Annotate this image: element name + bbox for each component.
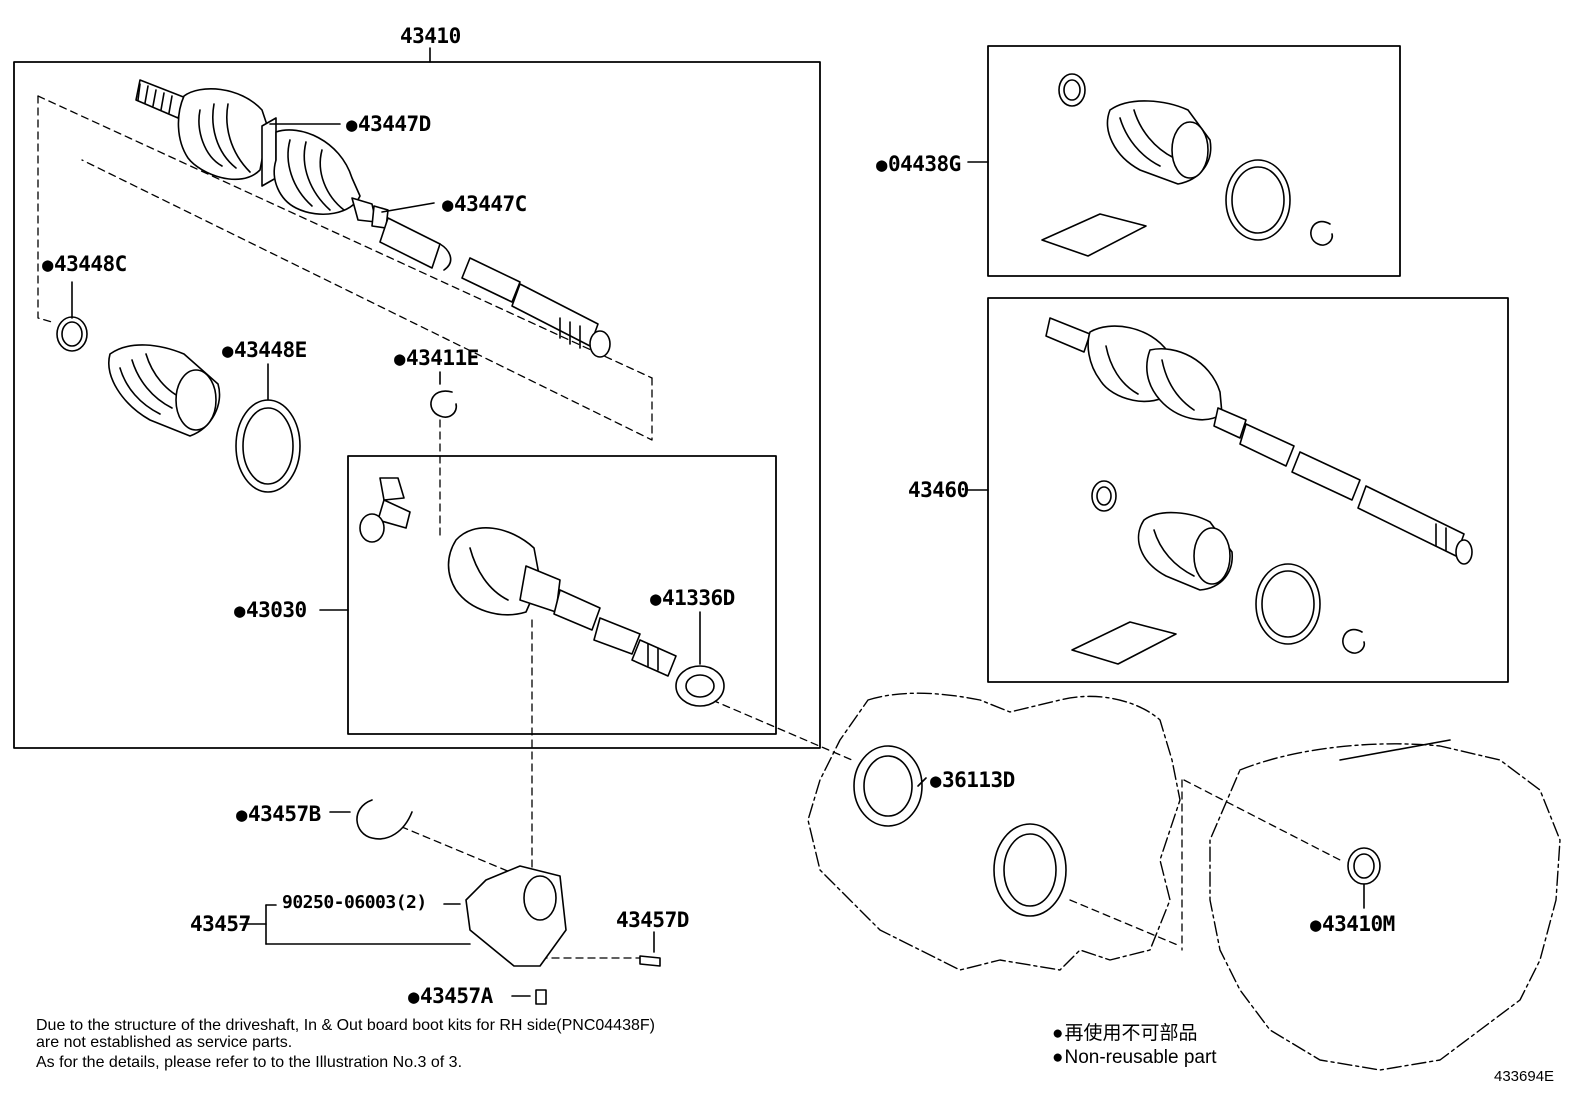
box-43460 (987, 297, 1509, 683)
label-43448E[interactable]: 43448E (222, 340, 307, 361)
boot-outboard (108, 344, 221, 437)
kit-04438G (1041, 73, 1334, 257)
label-43460[interactable]: 43460 (908, 478, 969, 502)
label-04438G[interactable]: 04438G (876, 154, 961, 175)
transaxle-openings (853, 739, 1451, 917)
label-43447C[interactable]: 43447C (442, 194, 527, 215)
seal-41336D (675, 665, 725, 707)
label-43030[interactable]: 43030 (234, 600, 307, 621)
label-43457B[interactable]: 43457B (236, 804, 321, 825)
driveshaft-43460 (1045, 317, 1473, 665)
inboard-joint-43030 (359, 477, 677, 677)
driveshaft-43410 (135, 79, 611, 358)
label-43457[interactable]: 43457 (190, 912, 251, 936)
label-43410[interactable]: 43410 (400, 24, 461, 48)
label-43457A[interactable]: 43457A (408, 986, 493, 1007)
note-line-2: are not established as service parts. (36, 1034, 293, 1051)
label-90250-06003[interactable]: 90250-06003(2) (282, 892, 427, 913)
band-43448E (235, 399, 301, 493)
snap-ring-43411E (430, 390, 458, 418)
label-43447D[interactable]: 43447D (346, 114, 431, 135)
note-line-3: As for the details, please refer to to t… (36, 1054, 463, 1071)
label-43448C[interactable]: 43448C (42, 254, 127, 275)
box-43410 (13, 61, 821, 749)
box-43030 (347, 455, 777, 735)
box-04438G (987, 45, 1401, 277)
label-43411E[interactable]: 43411E (394, 348, 479, 369)
label-43457D[interactable]: 43457D (616, 908, 689, 932)
label-36113D[interactable]: 36113D (930, 770, 1015, 791)
label-43410M[interactable]: 43410M (1310, 914, 1395, 935)
illustration-code: 433694E (1494, 1068, 1555, 1085)
bracket-43457 (356, 799, 661, 1005)
legend-english: Non-reusable part (1052, 1048, 1216, 1067)
legend-japanese: 再使用不可部品 (1052, 1024, 1197, 1043)
transaxle-housings (807, 692, 1561, 1071)
note-line-1: Due to the structure of the driveshaft, … (36, 1017, 655, 1034)
dashed-guides (37, 95, 1341, 959)
label-41336D[interactable]: 41336D (650, 588, 735, 609)
